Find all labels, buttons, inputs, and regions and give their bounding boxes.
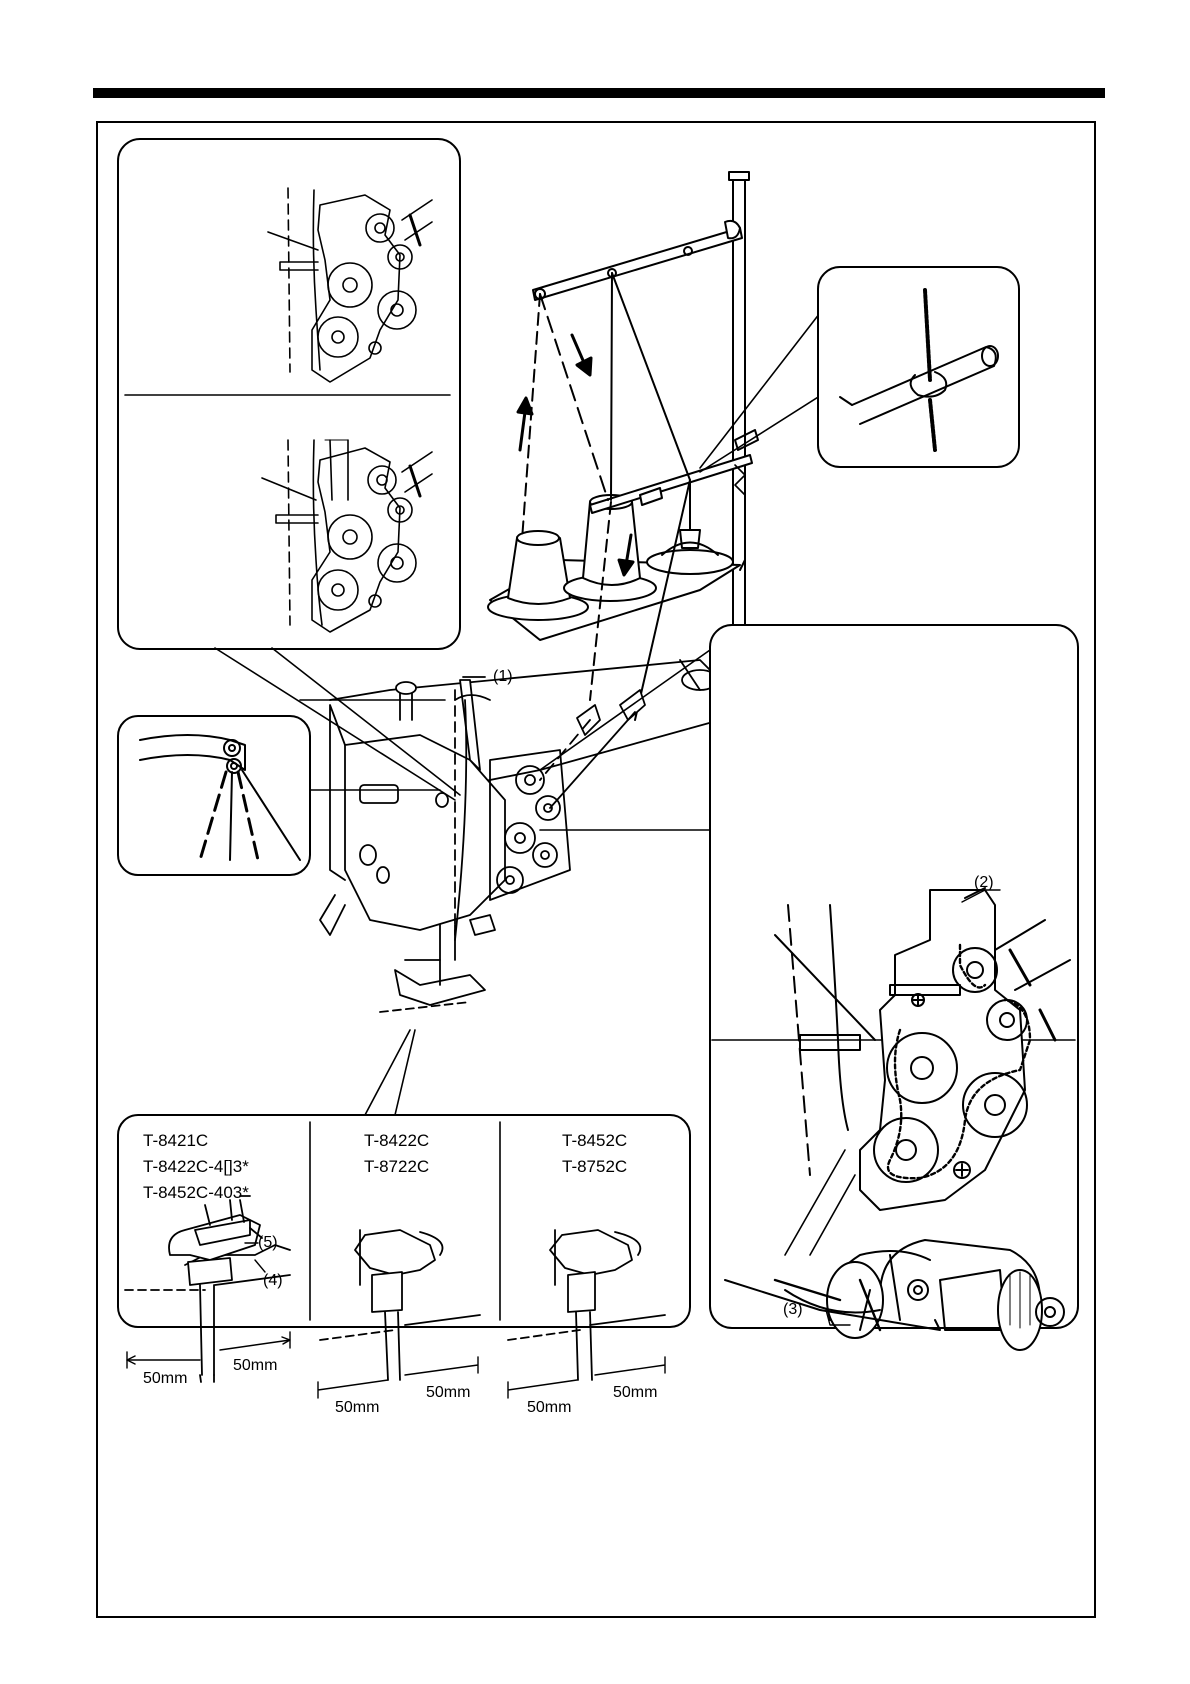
panel-3-left-dim: 50mm [527, 1399, 571, 1417]
panel-2-right-dim: 50mm [426, 1384, 470, 1402]
panel-1-right-dim: 50mm [233, 1357, 277, 1375]
callout-5: (5) [258, 1233, 278, 1253]
callout-1: (1) [493, 667, 513, 687]
panel-1-model-3: T-8452C-403* [143, 1180, 249, 1206]
panel-3-model-1: T-8452C [562, 1128, 627, 1154]
panel-2-model-1: T-8422C [364, 1128, 429, 1154]
panel-1-left-dim: 50mm [143, 1370, 187, 1388]
panel-2-left-dim: 50mm [335, 1399, 379, 1417]
inset-tension-top-left [118, 139, 460, 649]
dimension-arrows [127, 1332, 665, 1398]
panel-1-model-2: T-8422C-4[]3* [143, 1154, 249, 1180]
sewing-machine [320, 660, 720, 1012]
panel-2-model-2: T-8722C [364, 1154, 429, 1180]
panel-1-model-1: T-8421C [143, 1128, 208, 1154]
inset-thread-wrap [700, 267, 1019, 472]
panel-3-right-dim: 50mm [613, 1384, 657, 1402]
callout-2: (2) [974, 873, 994, 893]
callout-4: (4) [263, 1271, 283, 1291]
callout-3: (3) [783, 1300, 803, 1320]
panel-3-model-2: T-8752C [562, 1154, 627, 1180]
